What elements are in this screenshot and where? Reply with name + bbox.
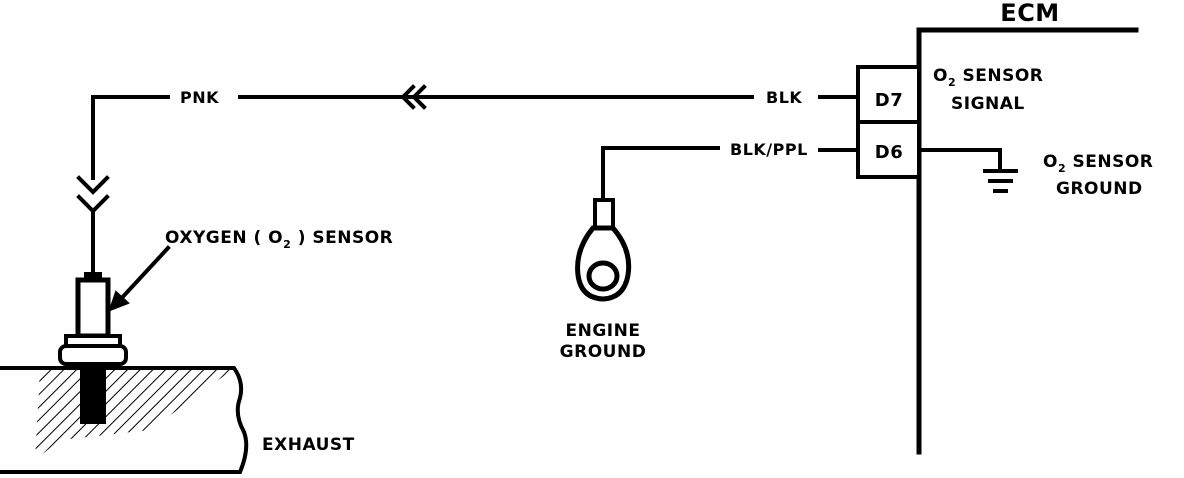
o2-signal-label: O2 SENSOR SIGNAL <box>933 66 1043 114</box>
o2-signal-line2: SIGNAL <box>951 94 1025 114</box>
sensor-connector-chevron-2 <box>76 194 110 214</box>
sensor-connector-chevron-1 <box>76 175 110 195</box>
sensor-thread-overlay <box>80 364 106 424</box>
oxygen-sensor-label: OXYGEN ( O2 ) SENSOR <box>165 228 393 251</box>
connector-pin-d7: D7 <box>856 65 921 124</box>
signal-wire: BLK PNK <box>76 84 860 274</box>
connector-pin-d6: D6 <box>856 120 921 179</box>
exhaust-pipe: EXHAUST <box>0 364 355 474</box>
ecm-title: ECM <box>1000 0 1059 27</box>
callout-arrow-shaft <box>115 245 171 305</box>
engine-ground-wire: BLK/PPL <box>601 140 860 202</box>
inline-connector-chevron-1 <box>400 84 416 110</box>
terminal-crimp <box>593 198 615 230</box>
wire-color-pnk: PNK <box>180 88 219 107</box>
wire-color-blk: BLK <box>766 88 802 107</box>
terminal-hole <box>586 260 620 292</box>
o2-ground-line1: O2 SENSOR <box>1043 152 1153 175</box>
wire-color-blk-ppl: BLK/PPL <box>730 140 808 159</box>
o2-ground-line2: GROUND <box>1056 179 1143 199</box>
pin-d7-label: D7 <box>875 90 903 111</box>
exhaust-label: EXHAUST <box>262 435 355 455</box>
o2-sensor-ground: O2 SENSOR GROUND <box>917 148 1153 199</box>
pin-d7-box <box>856 65 921 124</box>
o2-signal-line1: O2 SENSOR <box>933 66 1043 89</box>
pin-d6-label: D6 <box>875 142 903 163</box>
sensor-hex-nut <box>58 344 128 366</box>
ring-terminal-icon: ENGINE GROUND <box>560 198 647 362</box>
oxygen-sensor-callout: OXYGEN ( O2 ) SENSOR <box>108 228 393 312</box>
engine-ground-line1: ENGINE <box>566 321 641 341</box>
sensor-body <box>75 277 111 339</box>
sensor-cap <box>84 272 102 280</box>
inline-connector-chevron-2 <box>411 84 427 110</box>
engine-ground-line2: GROUND <box>560 342 647 362</box>
callout-arrowhead <box>108 290 130 312</box>
